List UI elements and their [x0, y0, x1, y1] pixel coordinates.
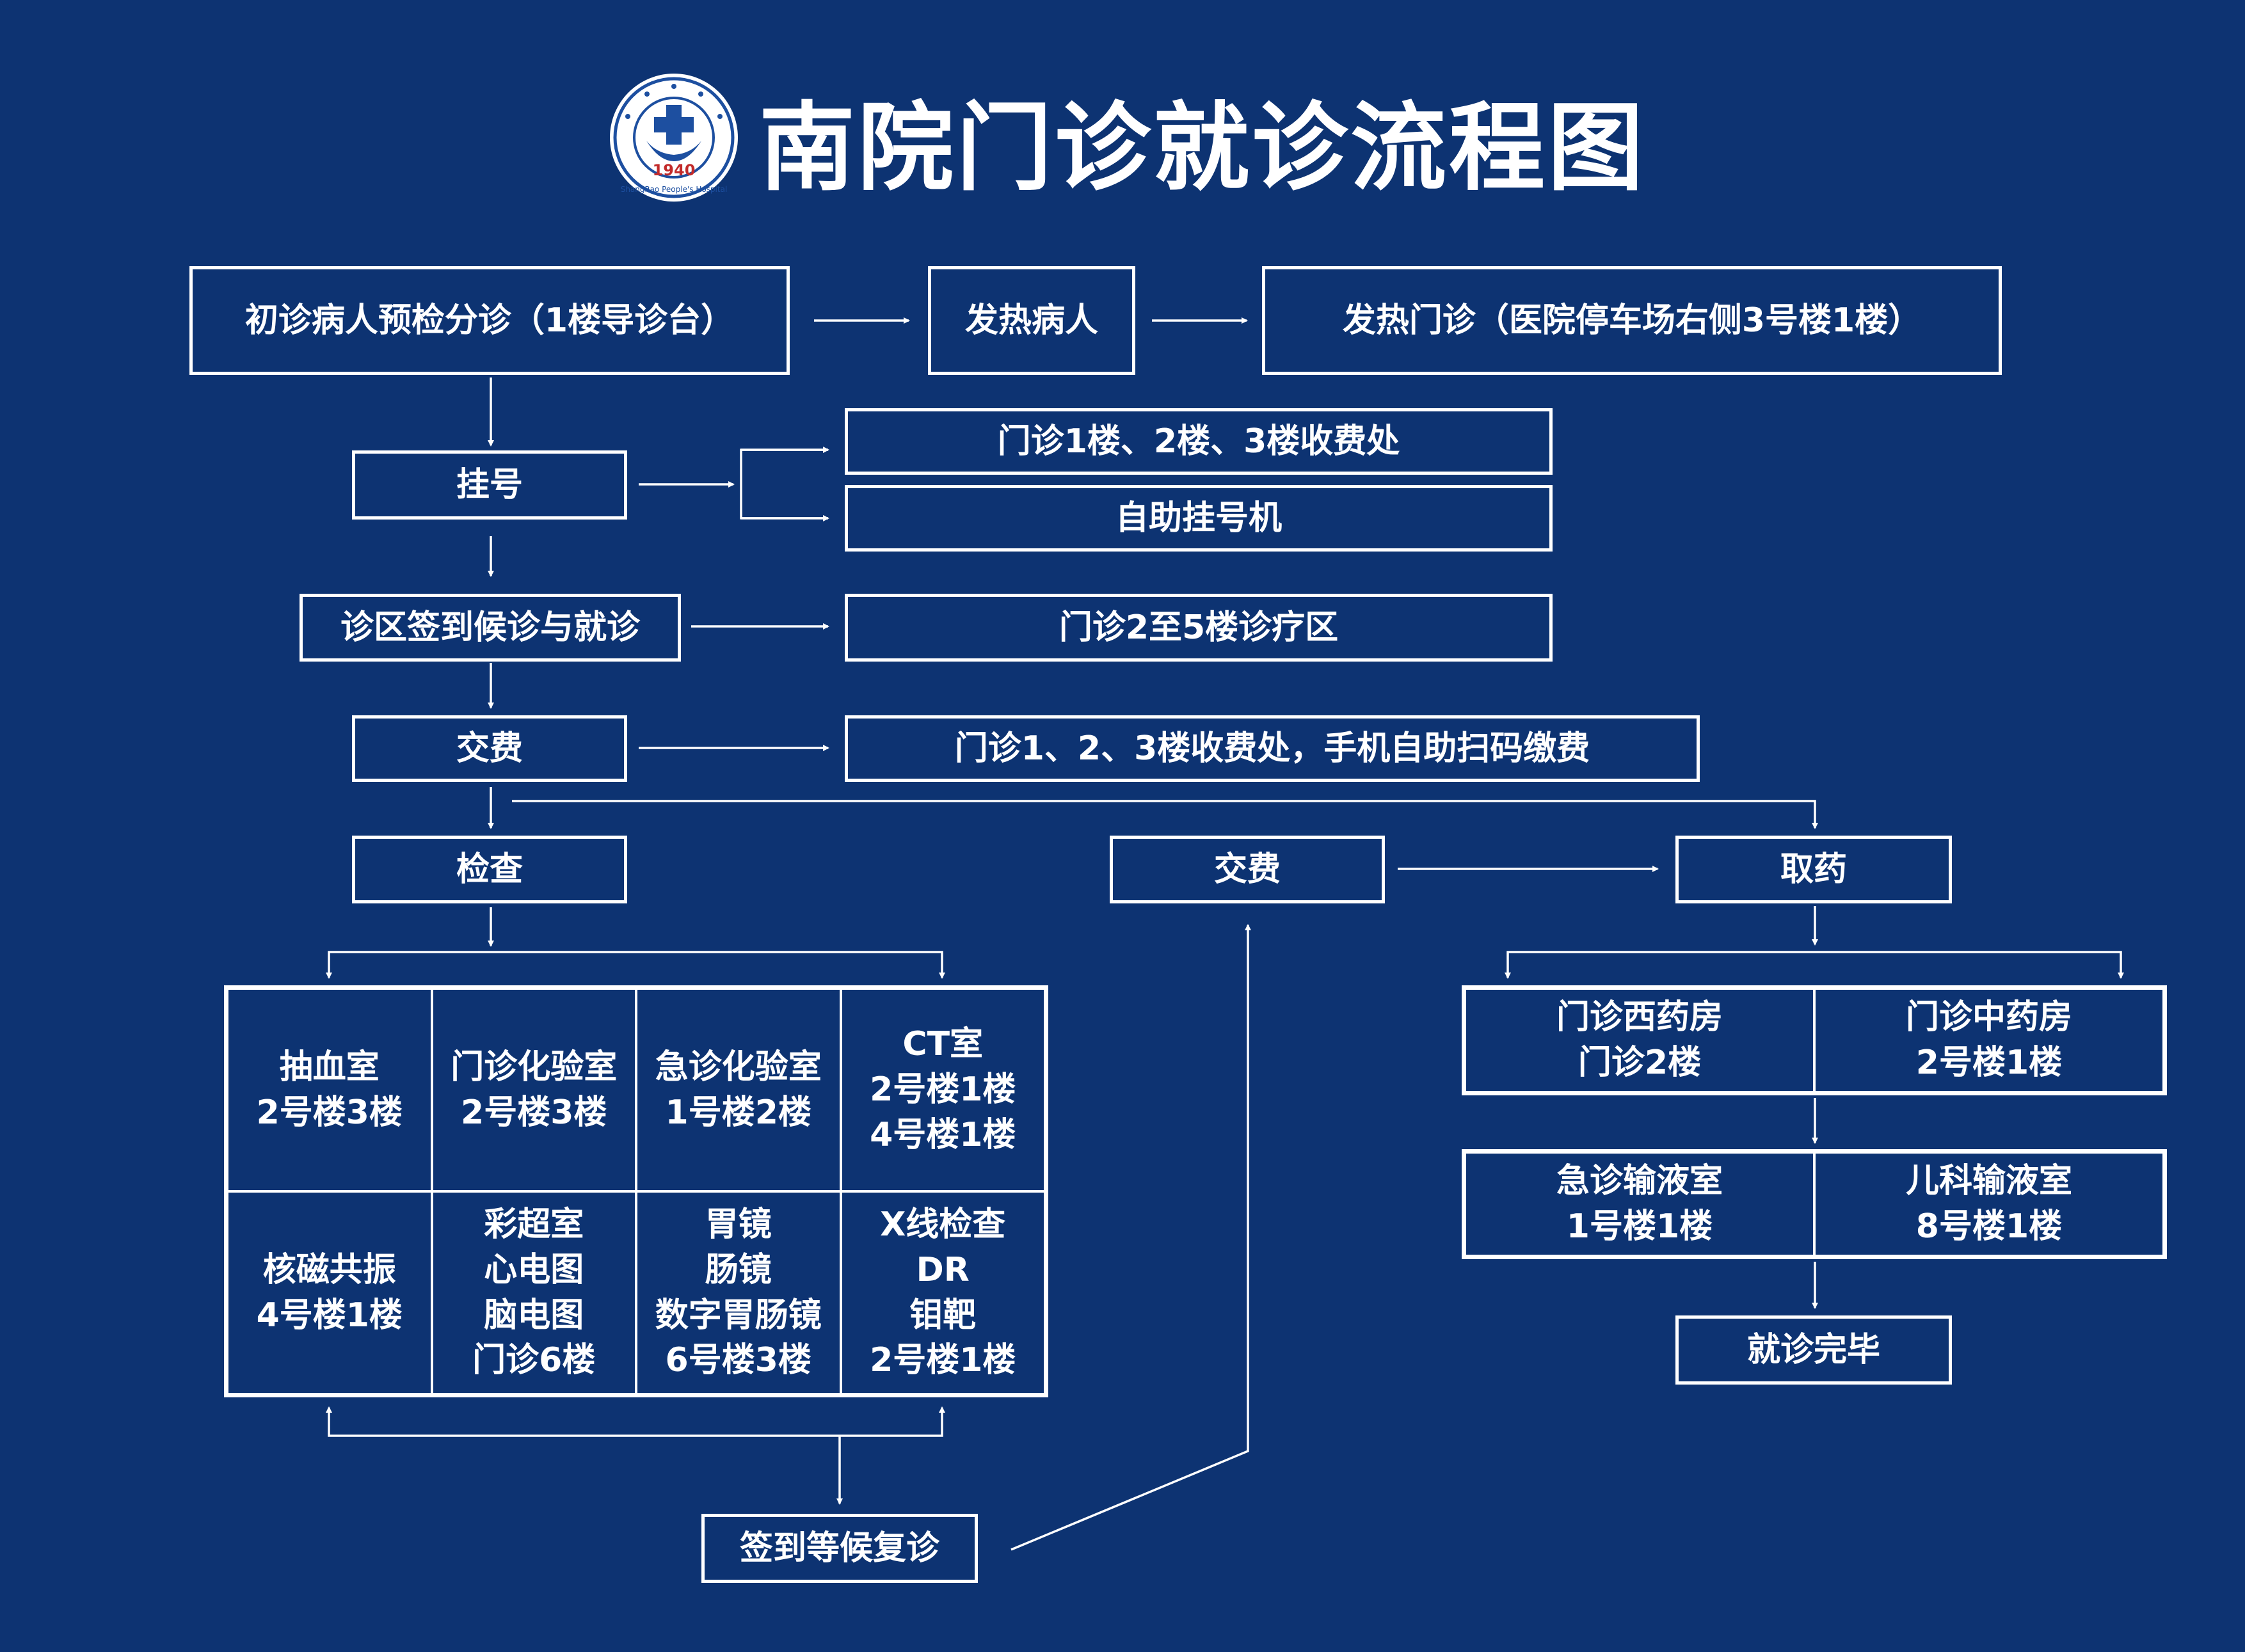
logo-year: 1940	[653, 161, 696, 179]
step-register: 挂号	[352, 450, 627, 520]
arrow-pay-to-pickup	[512, 800, 1818, 829]
exam-room-xray: X线检查 DR 钼靶 2号楼1楼	[840, 1191, 1045, 1394]
logo-ring-text: ShangRao People's Hospital	[621, 185, 728, 194]
join-exam-right	[840, 1406, 945, 1437]
logo-ring-dots	[625, 84, 723, 119]
step-exam: 检查	[352, 836, 627, 903]
infusion-pediatric: 儿科输液室 8号楼1楼	[1814, 1152, 2164, 1256]
exam-rooms-grid: 抽血室 2号楼3楼 门诊化验室 2号楼3楼 急诊化验室 1号楼2楼 CT室 2号…	[224, 985, 1048, 1397]
step-triage: 初诊病人预检分诊（1楼导诊台）	[189, 266, 790, 375]
step-pay-again: 交费	[1110, 836, 1385, 903]
step-pay-location: 门诊1、2、3楼收费处，手机自助扫码缴费	[845, 715, 1700, 782]
arrow-recheck-to-pay	[1011, 924, 1251, 1551]
exam-room-mri: 核磁共振 4号楼1楼	[227, 1191, 432, 1394]
step-pay: 交费	[352, 715, 627, 782]
step-recheck: 签到等候复诊	[701, 1514, 978, 1583]
exam-room-ct: CT室 2号楼1楼 4号楼1楼	[840, 989, 1045, 1191]
join-exam-left	[326, 1406, 840, 1437]
pharmacy-grid: 门诊西药房 门诊2楼 门诊中药房 2号楼1楼	[1462, 985, 2167, 1095]
step-register-desk: 门诊1楼、2楼、3楼收费处	[845, 408, 1553, 475]
pharmacy-chinese: 门诊中药房 2号楼1楼	[1814, 989, 2164, 1092]
pharmacy-western: 门诊西药房 门诊2楼	[1465, 989, 1814, 1092]
step-checkin: 诊区签到候诊与就诊	[300, 594, 681, 662]
step-finish: 就诊完毕	[1675, 1315, 1952, 1385]
infusion-grid: 急诊输液室 1号楼1楼 儿科输液室 8号楼1楼	[1462, 1149, 2167, 1259]
step-register-machine: 自助挂号机	[845, 485, 1553, 552]
step-fever-patient: 发热病人	[928, 266, 1135, 375]
hands-icon	[646, 141, 701, 161]
page-title: 南院门诊就诊流程图	[759, 92, 1647, 204]
exam-room-emergency-lab: 急诊化验室 1号楼2楼	[636, 989, 841, 1191]
branch-exam-left	[326, 951, 491, 979]
step-pickup: 取药	[1675, 836, 1952, 903]
infusion-emergency: 急诊输液室 1号楼1楼	[1465, 1152, 1814, 1256]
branch-pickup-right	[1815, 951, 2124, 979]
medical-cross-icon	[654, 105, 694, 145]
exam-room-endoscopy: 胃镜 肠镜 数字胃肠镜 6号楼3楼	[636, 1191, 841, 1394]
branch-exam-right	[491, 951, 945, 979]
hospital-logo: 1940 ShangRao People's Hospital	[610, 74, 738, 202]
exam-room-blood: 抽血室 2号楼3楼	[227, 989, 432, 1191]
branch-pickup-left	[1505, 951, 1815, 979]
step-fever-clinic: 发热门诊（医院停车场右侧3号楼1楼）	[1262, 266, 2002, 375]
exam-room-outpatient-lab: 门诊化验室 2号楼3楼	[431, 989, 636, 1191]
bracket-register-options	[740, 449, 828, 520]
step-clinic-area: 门诊2至5楼诊疗区	[845, 594, 1553, 662]
exam-room-ultrasound: 彩超室 心电图 脑电图 门诊6楼	[431, 1191, 636, 1394]
